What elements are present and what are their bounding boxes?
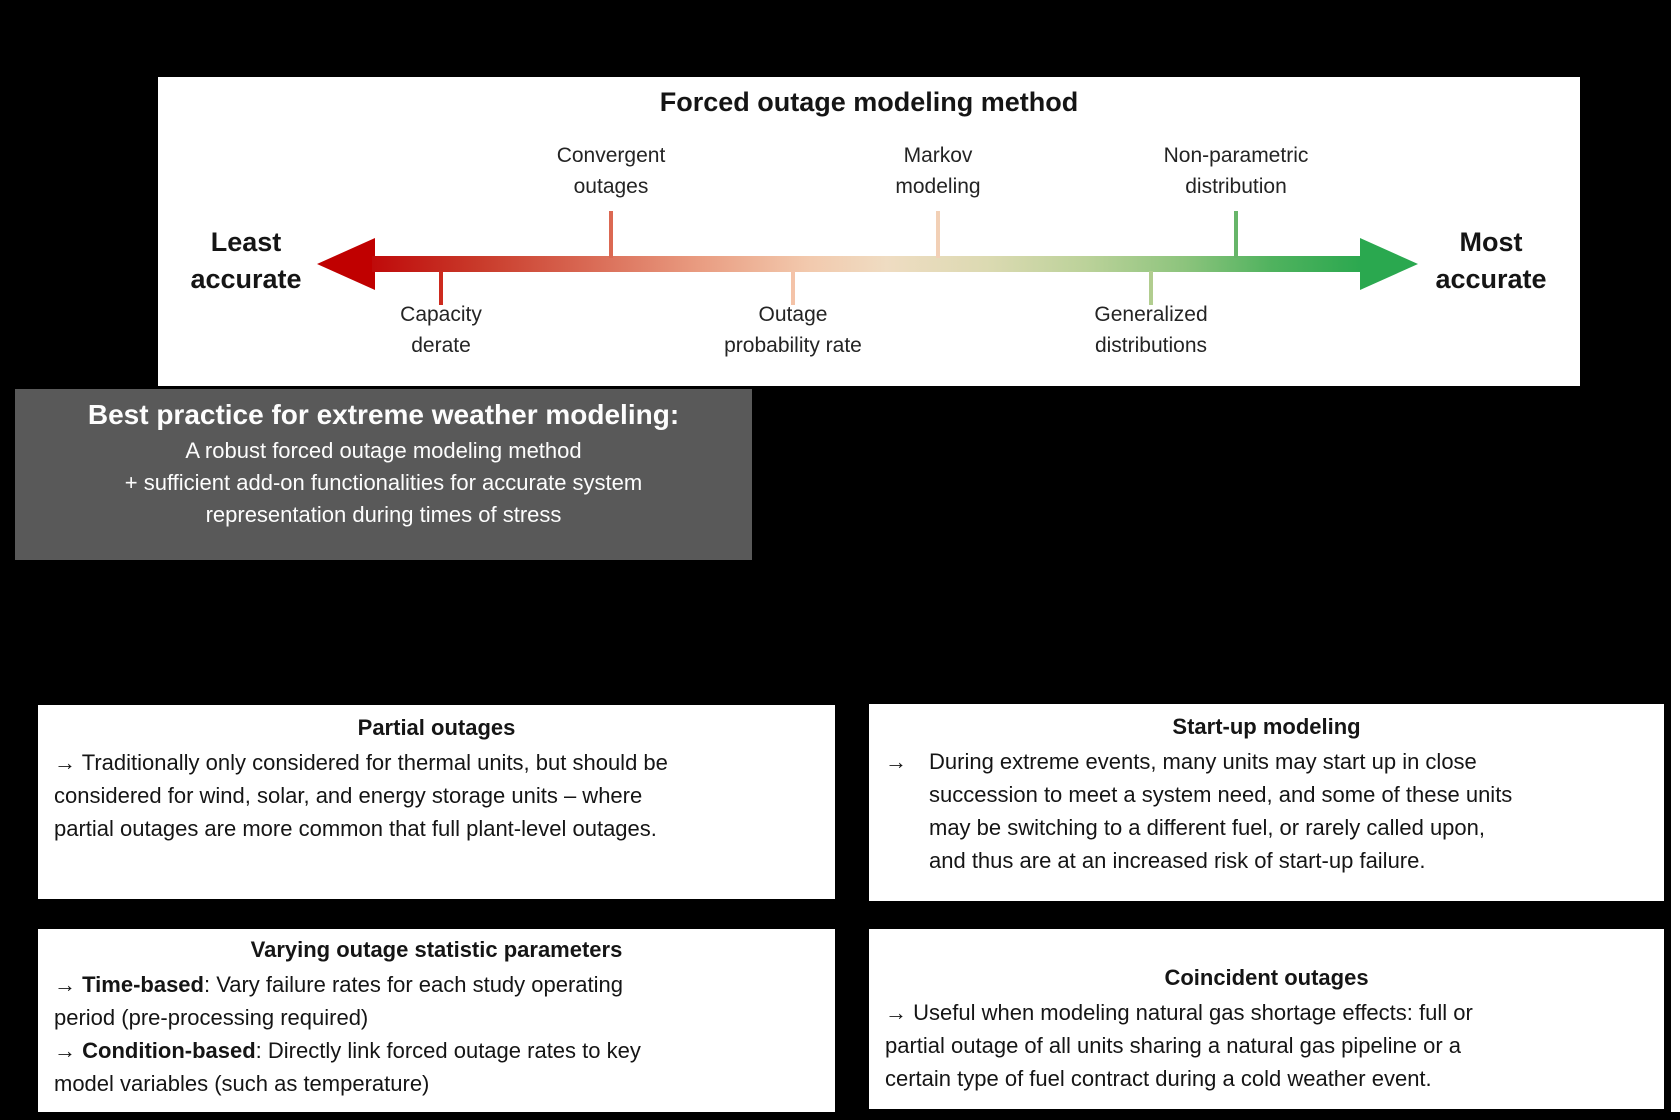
- scale-item-label: Non-parametric distribution: [1163, 144, 1309, 198]
- arrow-left-head-icon: [317, 238, 375, 290]
- gradient-arrow-shaft: [372, 256, 1362, 272]
- card-line: → Traditionally only considered for ther…: [54, 750, 668, 775]
- card-line: → Time-based: Vary failure rates for eac…: [54, 972, 624, 997]
- card-title: Start-up modeling: [1172, 714, 1361, 739]
- best-practice-line: representation during times of stress: [205, 502, 562, 527]
- card-start-up-modeling: Start-up modeling → During extreme events,…: [867, 702, 1666, 903]
- card-line: → Useful when modeling natural gas short…: [885, 1000, 1473, 1025]
- scale-tick: [1234, 211, 1238, 258]
- card-line: partial outages are more common that ful…: [54, 816, 657, 841]
- scale-item-label: Capacity derate: [400, 303, 482, 357]
- card-line: model variables (such as temperature): [54, 1071, 430, 1096]
- arrow-right-head-icon: [1360, 238, 1418, 290]
- best-practice-title: Best practice for extreme weather modeli…: [87, 399, 680, 430]
- most-accurate-label: Most accurate: [1435, 227, 1547, 294]
- least-accurate-label: Least accurate: [190, 227, 302, 294]
- best-practice-callout: Best practice for extreme weather modeli…: [15, 389, 752, 560]
- scale-tick: [791, 271, 795, 305]
- best-practice-line: A robust forced outage modeling method: [185, 438, 582, 463]
- scale-tick: [439, 271, 443, 305]
- card-line: and thus are at an increased risk of sta…: [929, 848, 1426, 873]
- card-line: → Condition-based: Directly link forced …: [54, 1038, 641, 1063]
- scale-item-label: Convergent outages: [556, 144, 666, 198]
- card-line: may be switching to a different fuel, or…: [929, 815, 1486, 840]
- arrow-icon: →: [885, 749, 907, 774]
- scale-item-label: Markov modeling: [895, 144, 981, 198]
- card-line: During extreme events, many units may st…: [929, 749, 1477, 774]
- scale-tick: [609, 211, 613, 258]
- card-varying-outage-statistic-parameters: Varying outage statistic parameters → Tim…: [36, 927, 837, 1114]
- scale-item-label: Generalized distributions: [1094, 303, 1208, 357]
- card-title: Coincident outages: [1164, 965, 1369, 990]
- card-title: Partial outages: [357, 715, 516, 740]
- scale-tick: [936, 211, 940, 258]
- forced-outage-panel: [158, 77, 1580, 386]
- panel-title: Forced outage modeling method: [659, 87, 1079, 117]
- scale-item-label: Outage probability rate: [724, 303, 862, 357]
- scale-tick: [1149, 271, 1153, 305]
- right-edge-sliver: [1671, 0, 1680, 1112]
- card-partial-outages: Partial outages → Traditionally only cons…: [36, 703, 837, 901]
- card-coincident-outages: Coincident outages → Useful when modeling…: [867, 927, 1666, 1111]
- card-title: Varying outage statistic parameters: [250, 937, 623, 962]
- card-line: succession to meet a system need, and so…: [929, 782, 1513, 807]
- card-line: considered for wind, solar, and energy s…: [54, 783, 643, 808]
- card-line: partial outage of all units sharing a na…: [885, 1033, 1462, 1058]
- best-practice-line: + sufficient add-on functionalities for …: [124, 470, 643, 495]
- card-line: period (pre-processing required): [54, 1005, 369, 1030]
- card-line: certain type of fuel contract during a c…: [885, 1066, 1432, 1091]
